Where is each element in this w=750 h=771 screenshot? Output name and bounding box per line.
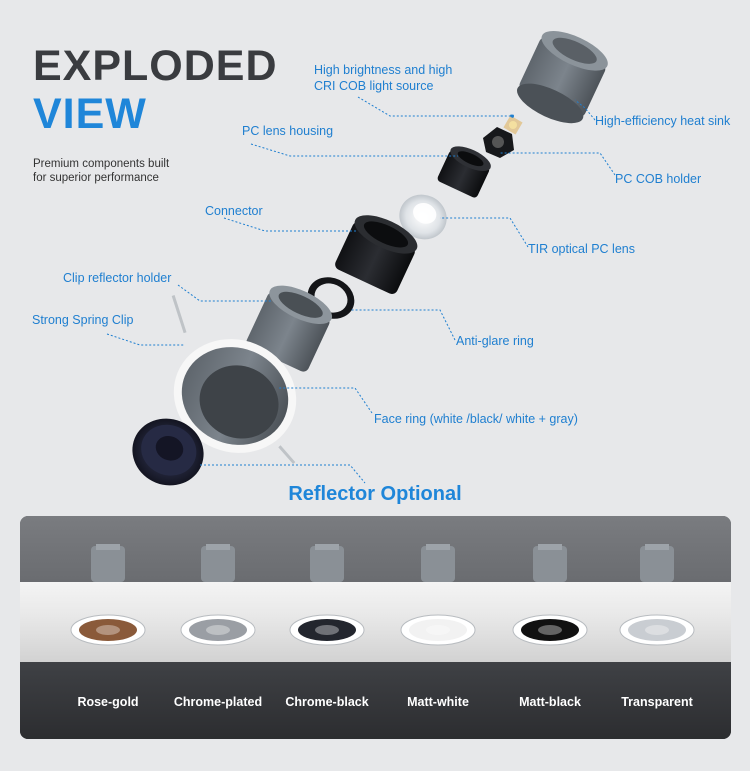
lamp-reflector [628, 619, 686, 641]
variant-label: Chrome-black [285, 695, 369, 709]
page-title-accent: VIEW [33, 90, 147, 138]
variant-matt-black: Matt-black [495, 516, 605, 739]
reflector-part [132, 418, 204, 486]
variant-label: Matt-white [407, 695, 469, 709]
callout-heat-sink: High-efficiency heat sink [595, 114, 731, 128]
strip-top-band [20, 516, 731, 582]
face-ring-part [171, 295, 297, 465]
lamp-highlight [206, 625, 230, 635]
lamp-reflector [79, 619, 137, 641]
lamp-heat-sink [533, 546, 567, 582]
exploded-view-illustration [132, 30, 608, 486]
lamp-highlight [538, 625, 562, 635]
connector-part [335, 215, 418, 294]
callout-tir-lens: TIR optical PC lens [528, 242, 635, 256]
downlight-icon [512, 544, 588, 646]
lamp-heat-sink-top [315, 544, 339, 550]
downlight-icon [289, 544, 365, 646]
lens-housing-part [437, 146, 491, 198]
variant-chrome-plated: Chrome-plated [163, 516, 273, 739]
lamp-heat-sink-top [538, 544, 562, 550]
page-subtitle: Premium components built for superior pe… [33, 158, 170, 184]
reflector-variants-strip: Rose-gold Chrome-plated Chrome-black Mat… [20, 516, 731, 739]
lamp-reflector [298, 619, 356, 641]
variant-label: Chrome-plated [173, 695, 263, 709]
variant-label: Transparent [621, 695, 693, 709]
lamp-heat-sink-top [645, 544, 669, 550]
variant-transparent: Transparent [602, 516, 712, 739]
strip-bottom-band [20, 662, 731, 739]
callout-face-ring: Face ring (white /black/ white + gray) [374, 412, 578, 426]
callout-connector: Connector [205, 204, 263, 218]
lamp-highlight [315, 625, 339, 635]
lamp-heat-sink [201, 546, 235, 582]
downlight-icon [400, 544, 476, 646]
cob-holder-part [483, 127, 514, 158]
lamp-reflector [409, 619, 467, 641]
lamp-heat-sink [640, 546, 674, 582]
page-title: EXPLODED [33, 42, 278, 90]
variant-label: Matt-black [519, 695, 581, 709]
lamp-heat-sink-top [96, 544, 120, 550]
lamp-heat-sink-top [426, 544, 450, 550]
lamp-reflector [189, 619, 247, 641]
callout-pc-lens-housing: PC lens housing [242, 124, 334, 138]
variant-rose-gold: Rose-gold [53, 516, 163, 739]
downlight-icon [180, 544, 256, 646]
callout-leader-lines [106, 96, 616, 484]
lamp-heat-sink [91, 546, 125, 582]
lamp-heat-sink [310, 546, 344, 582]
callout-pc-cob-holder: PC COB holder [615, 172, 702, 186]
variant-matt-white: Matt-white [383, 516, 493, 739]
heat-sink-part [517, 30, 608, 124]
callout-cob-light-source: High brightness and high CRI COB light s… [314, 63, 453, 93]
lamp-highlight [426, 625, 450, 635]
downlight-icon [619, 544, 695, 646]
lamp-reflector [521, 619, 579, 641]
reflector-section-title: Reflector Optional [288, 483, 462, 505]
variant-label: Rose-gold [77, 695, 139, 709]
lamp-heat-sink [421, 546, 455, 582]
tir-lens-part [399, 194, 447, 240]
callout-anti-glare-ring: Anti-glare ring [456, 334, 534, 348]
lamp-highlight [645, 625, 669, 635]
variant-chrome-black: Chrome-black [272, 516, 382, 739]
lamp-heat-sink-top [206, 544, 230, 550]
cob-chip-part [503, 115, 523, 135]
downlight-icon [70, 544, 146, 646]
lamp-highlight [96, 625, 120, 635]
callout-clip-reflector-holder: Clip reflector holder [63, 271, 172, 285]
callout-spring-clip: Strong Spring Clip [32, 313, 134, 327]
